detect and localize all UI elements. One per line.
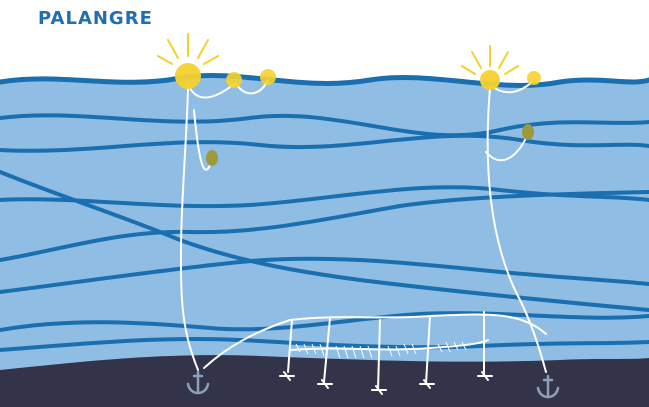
buoy-icon: [527, 71, 541, 85]
float-icon: [206, 150, 218, 166]
sun-rays: [158, 34, 518, 74]
float-icon: [522, 124, 534, 140]
buoy-icon: [480, 70, 500, 90]
buoy-icon: [175, 63, 201, 89]
buoy-icon: [226, 72, 242, 88]
buoy-icon: [260, 69, 276, 85]
